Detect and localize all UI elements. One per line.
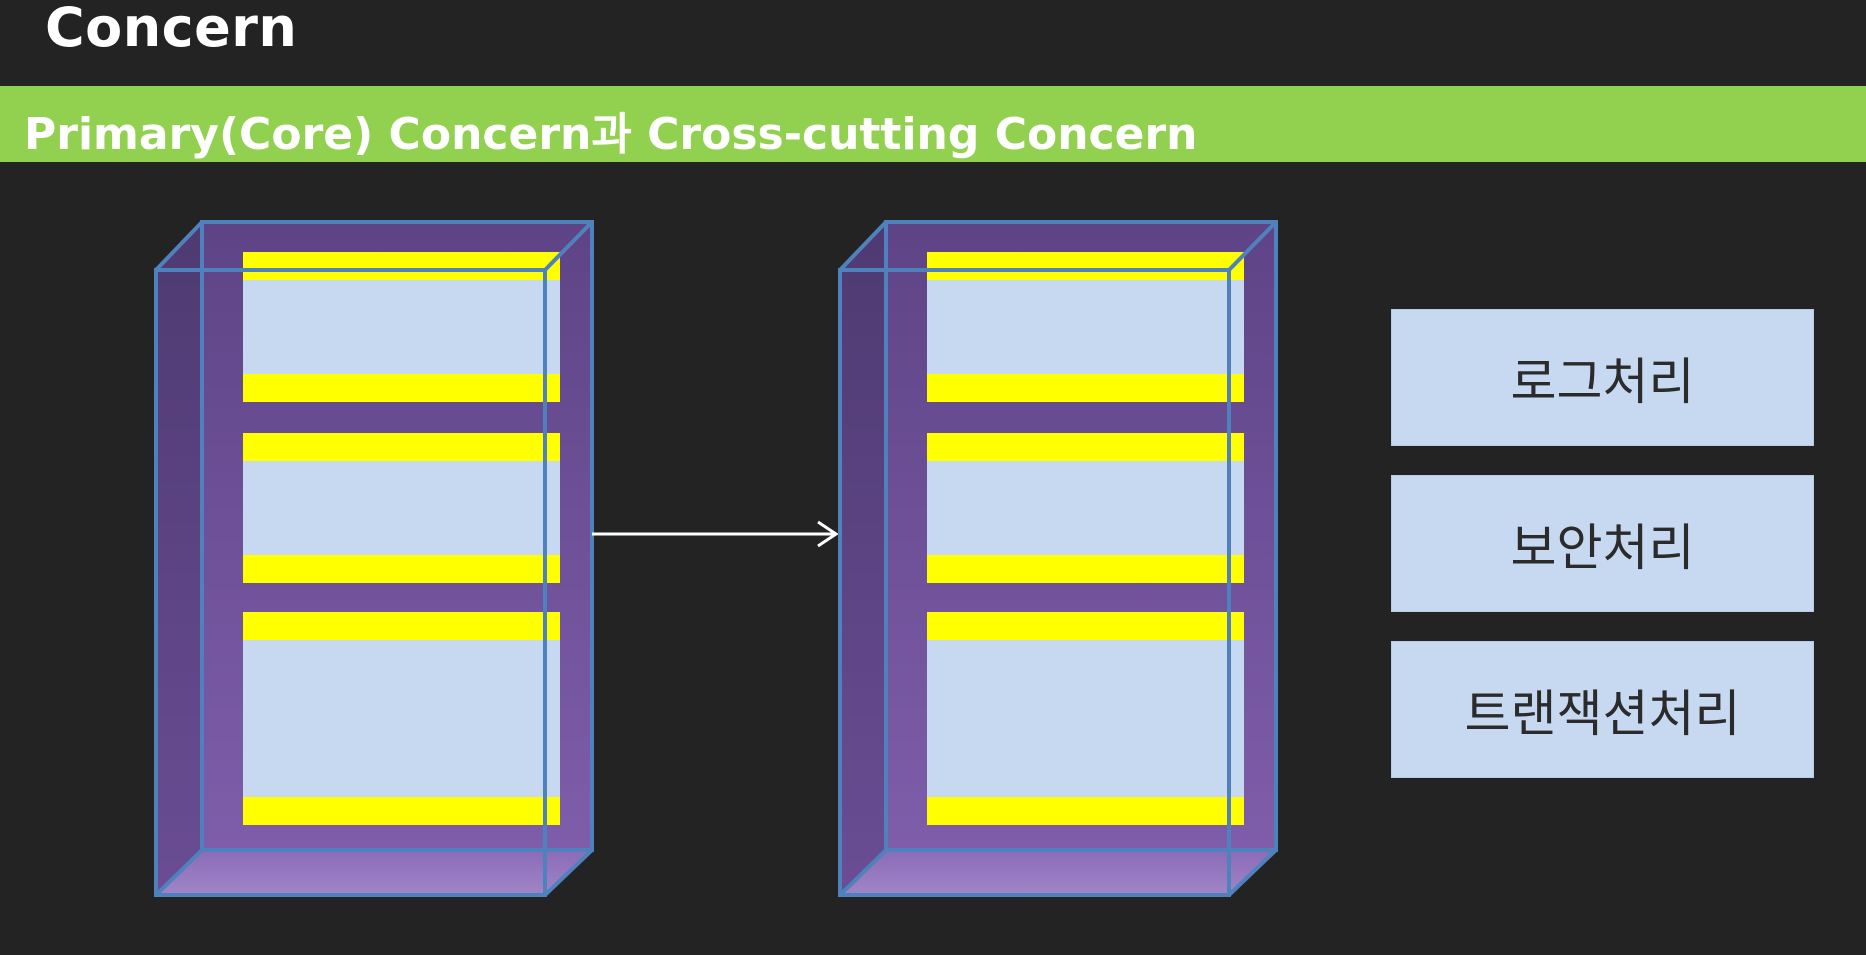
container-left-wall	[840, 222, 886, 895]
container-edges	[838, 220, 1278, 897]
slide-title: Concern	[45, 0, 298, 59]
container-left-wall	[156, 222, 202, 895]
container-edges	[154, 220, 594, 897]
module-container-before	[154, 220, 594, 897]
cross-cut-band	[243, 797, 560, 825]
cross-cut-band	[243, 555, 560, 583]
cross-cut-band	[927, 374, 1244, 402]
cross-cutting-concern-log: 로그처리	[1391, 309, 1814, 446]
subtitle-text: Primary(Core) Concern과 Cross-cutting Con…	[24, 109, 1198, 160]
core-block-3	[243, 612, 560, 825]
cross-cut-band	[927, 252, 1244, 280]
module-container-after	[838, 220, 1278, 897]
cross-cut-band	[927, 433, 1244, 461]
cross-cut-band	[243, 374, 560, 402]
core-block-3	[927, 612, 1244, 825]
cross-cut-band	[243, 433, 560, 461]
cross-cut-band	[243, 612, 560, 640]
transform-arrow	[592, 520, 839, 548]
container-floor	[840, 850, 1276, 895]
cross-cut-band	[927, 797, 1244, 825]
cross-cutting-concern-transaction: 트랜잭션처리	[1391, 641, 1814, 778]
subtitle-bar: Primary(Core) Concern과 Cross-cutting Con…	[0, 86, 1866, 162]
cross-cut-band	[927, 612, 1244, 640]
container-floor	[156, 850, 592, 895]
cross-cut-band	[927, 555, 1244, 583]
cross-cut-band	[243, 252, 560, 280]
cross-cutting-concern-security: 보안처리	[1391, 475, 1814, 612]
